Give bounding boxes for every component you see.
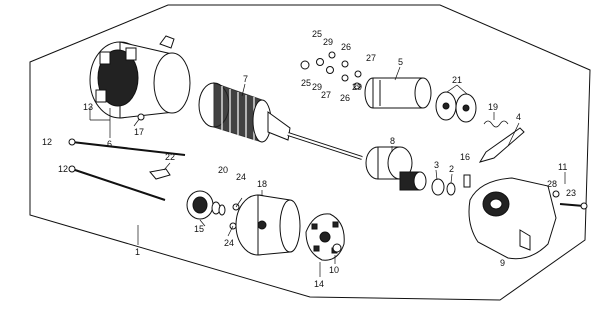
callout-26-upper: 26 <box>341 42 351 52</box>
callout-7: 7 <box>243 74 248 84</box>
callout-11: 11 <box>558 162 567 172</box>
callout-23: 23 <box>566 188 576 198</box>
callout-29-upper: 29 <box>323 37 333 47</box>
end-cover-part <box>235 194 301 256</box>
callout-14: 14 <box>314 279 324 289</box>
callout-12-upper: 12 <box>42 137 52 147</box>
armature-part <box>198 82 363 160</box>
bracket-22-part <box>149 168 171 180</box>
callout-6: 6 <box>107 139 112 149</box>
washer-28-part <box>552 190 560 198</box>
screw-17-part <box>133 113 145 127</box>
callout-labels: 1 2 3 4 5 6 7 8 9 10 11 12 12 13 14 15 1… <box>42 29 576 289</box>
callout-25-upper: 25 <box>312 29 322 39</box>
diagram-frame <box>29 4 591 301</box>
callout-12-lower: 12 <box>58 164 68 174</box>
solenoid-plates-part <box>435 91 477 123</box>
callout-1: 1 <box>135 247 140 257</box>
callout-25-lower: 25 <box>301 78 311 88</box>
stop-collar-3-part <box>431 178 445 196</box>
drive-housing-part <box>468 177 557 260</box>
callout-22: 22 <box>165 152 175 162</box>
callout-24-upper: 24 <box>236 172 246 182</box>
callout-13: 13 <box>83 102 93 112</box>
callout-20: 20 <box>218 165 228 175</box>
callout-18: 18 <box>257 179 267 189</box>
ring-2-part <box>446 182 456 196</box>
field-yoke-part <box>89 35 191 119</box>
callout-17: 17 <box>134 127 144 137</box>
seal-15-part <box>186 190 214 220</box>
callout-21: 21 <box>452 75 462 85</box>
callout-5: 5 <box>398 57 403 67</box>
washers-20-part <box>211 201 226 216</box>
through-bolts-part <box>68 138 186 201</box>
callout-27-upper: 27 <box>366 53 376 63</box>
brush-holder-part <box>305 213 345 261</box>
callout-27-lower: 27 <box>321 90 331 100</box>
callout-29-mid: 29 <box>312 82 322 92</box>
bolt-23-part <box>559 202 588 210</box>
solenoid-part <box>364 77 432 109</box>
callout-16: 16 <box>460 152 470 162</box>
clip-16-part <box>463 174 471 188</box>
callout-15: 15 <box>194 224 204 234</box>
callout-9: 9 <box>500 258 505 268</box>
callout-8: 8 <box>390 136 395 146</box>
leader-lines <box>89 66 566 277</box>
clutch-pinion-part <box>365 146 427 191</box>
shift-lever-part <box>478 127 525 163</box>
callout-3: 3 <box>434 160 439 170</box>
spring-19-part <box>483 120 509 128</box>
callout-10: 10 <box>329 265 339 275</box>
callout-29-right: 29 <box>352 82 362 92</box>
callout-24-lower: 24 <box>224 238 234 248</box>
terminal-hardware-part <box>300 51 362 90</box>
callout-4: 4 <box>516 112 521 122</box>
callout-28: 28 <box>547 179 557 189</box>
nut-10-part <box>332 243 342 253</box>
callout-19: 19 <box>488 102 498 112</box>
callout-2: 2 <box>449 164 454 174</box>
callout-26-lower: 26 <box>340 93 350 103</box>
